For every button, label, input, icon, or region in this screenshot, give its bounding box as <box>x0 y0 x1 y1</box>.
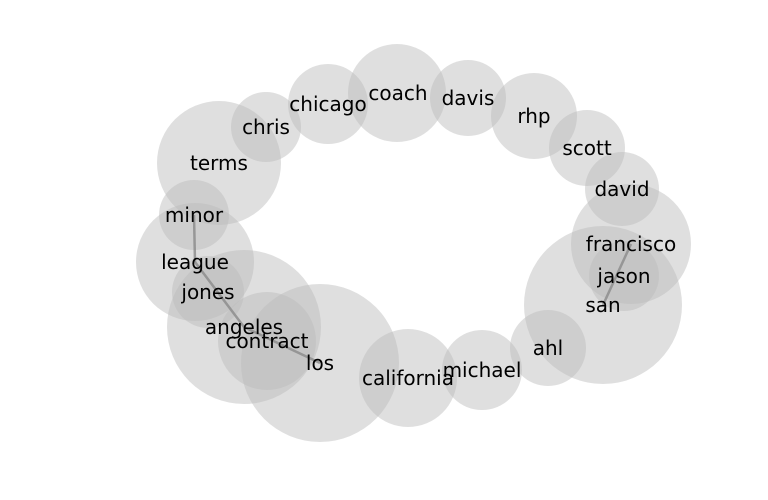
label-coach: coach <box>368 81 427 105</box>
bubble-california <box>359 329 457 427</box>
label-francisco: francisco <box>586 232 676 256</box>
edge-francisco-san <box>601 243 633 306</box>
label-jones: jones <box>180 280 234 304</box>
label-terms: terms <box>190 151 248 175</box>
label-scott: scott <box>562 136 611 160</box>
label-chicago: chicago <box>289 92 366 116</box>
bubble-rhp <box>491 73 577 159</box>
bubble-david <box>585 152 659 226</box>
label-league: league <box>161 250 229 274</box>
bubble-contract <box>218 292 316 390</box>
bubble-ahl <box>510 310 586 386</box>
label-michael: michael <box>443 358 522 382</box>
bubble-jones <box>172 256 244 328</box>
label-contract: contract <box>225 329 308 353</box>
bubble-terms <box>157 101 281 225</box>
edge-league-angeles <box>194 261 245 328</box>
bubble-davis <box>430 60 506 136</box>
label-minor: minor <box>165 203 224 227</box>
bubble-scott <box>549 110 625 186</box>
edge-angeles-los <box>243 325 321 365</box>
label-ahl: ahl <box>533 336 564 360</box>
label-david: david <box>594 177 649 201</box>
edge-minor-league <box>192 214 197 263</box>
bubble-michael <box>442 330 522 410</box>
label-angeles: angeles <box>205 315 283 339</box>
label-california: california <box>362 366 454 390</box>
bubble-chris <box>231 92 301 162</box>
label-chris: chris <box>242 115 290 139</box>
label-los: los <box>306 351 334 375</box>
label-davis: davis <box>442 86 495 110</box>
label-san: san <box>585 293 620 317</box>
bubble-jason <box>589 241 659 311</box>
edge-layer <box>192 214 633 365</box>
bubble-chicago <box>288 64 368 144</box>
label-rhp: rhp <box>517 104 550 128</box>
label-jason: jason <box>596 264 650 288</box>
bubble-coach <box>348 44 446 142</box>
